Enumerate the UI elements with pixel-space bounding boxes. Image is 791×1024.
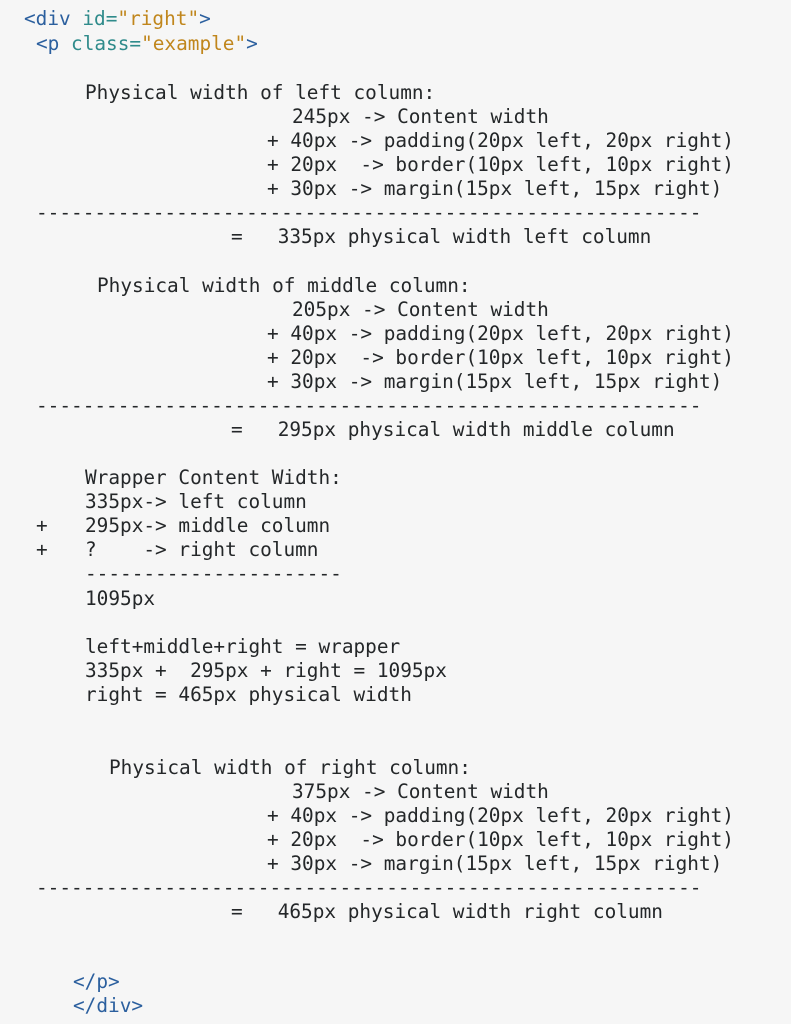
text-line: + 40px -> padding(20px left, 20px right)	[267, 129, 734, 152]
text-line: left+middle+right = wrapper	[85, 635, 401, 658]
text-line: 205px -> Content width	[292, 298, 549, 321]
attr-token: id=	[82, 7, 118, 30]
text-line: + 40px -> padding(20px left, 20px right)	[267, 322, 734, 345]
divider-line: ----------------------------------------…	[36, 394, 702, 417]
divider-line: ----------------------------------------…	[36, 201, 702, 224]
text-line: 295px-> middle column	[85, 514, 331, 537]
text-line: Wrapper Content Width:	[85, 466, 342, 489]
tag-token: <p	[36, 32, 72, 55]
p-close-tag: </p>	[73, 970, 120, 993]
text-line: Physical width of middle column:	[97, 274, 471, 297]
text-line: + 30px -> margin(15px left, 15px right)	[267, 177, 723, 200]
divider-line: ----------------------------------------…	[36, 876, 702, 899]
text-line: 335px-> left column	[85, 490, 307, 513]
p-open-tag: <p class="example">	[36, 32, 258, 56]
total-line: = 465px physical width right column	[231, 900, 663, 923]
text-line: ? -> right column	[85, 538, 319, 561]
attr-token: class=	[71, 32, 142, 55]
text-line: Physical width of right column:	[109, 756, 471, 779]
text-line: right = 465px physical width	[85, 683, 412, 706]
text-line: 245px -> Content width	[292, 105, 549, 128]
text-line: 375px -> Content width	[292, 780, 549, 803]
text-line: + 30px -> margin(15px left, 15px right)	[267, 370, 723, 393]
plus-sign: +	[36, 538, 48, 561]
text-line: + 30px -> margin(15px left, 15px right)	[267, 852, 723, 875]
total-line: = 335px physical width left column	[231, 225, 652, 248]
text-line: 1095px	[85, 587, 156, 610]
div-open-tag: <div id="right">	[24, 7, 211, 31]
text-line: Physical width of left column:	[85, 81, 436, 104]
text-line: + 20px -> border(10px left, 10px right)	[267, 153, 734, 176]
tag-token: >	[246, 32, 258, 55]
text-line: 335px + 295px + right = 1095px	[85, 659, 447, 682]
text-line: + 20px -> border(10px left, 10px right)	[267, 346, 734, 369]
string-token: "example"	[141, 32, 247, 55]
tag-token: >	[199, 7, 211, 30]
divider-line: ----------------------	[85, 562, 342, 585]
text-line: + 40px -> padding(20px left, 20px right)	[267, 804, 734, 827]
div-close-tag: </div>	[73, 994, 144, 1017]
total-line: = 295px physical width middle column	[231, 418, 675, 441]
text-line: + 20px -> border(10px left, 10px right)	[267, 828, 734, 851]
tag-token: <div	[24, 7, 83, 30]
string-token: "right"	[117, 7, 200, 30]
plus-sign: +	[36, 514, 48, 537]
